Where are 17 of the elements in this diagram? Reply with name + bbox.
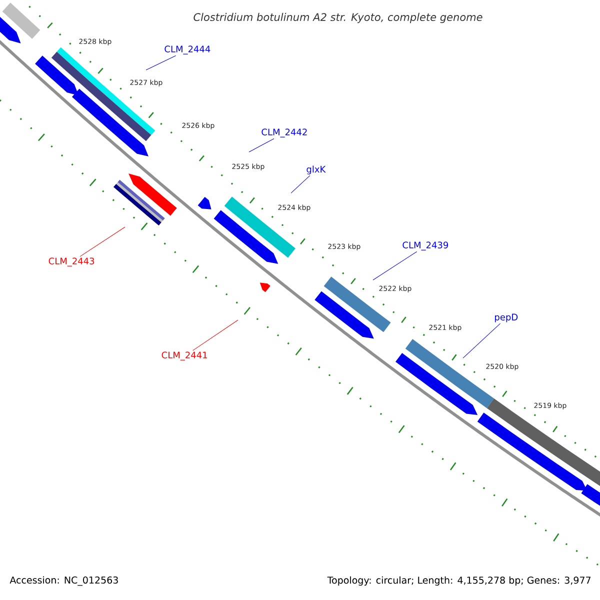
gene-label: pepD (495, 314, 518, 322)
title: Clostridium botulinum A2 str. Kyoto, complete genome (194, 12, 482, 24)
leader-line (146, 55, 176, 70)
gene-label: CLM_2442 (262, 128, 307, 138)
leader-line (462, 323, 501, 358)
gene-label: CLM_2443 (48, 258, 94, 266)
leader-line (248, 138, 274, 152)
footer-text: Accession: NC_012563 (10, 576, 118, 586)
gene-label: CLM_2439 (402, 242, 448, 250)
leader-line (192, 320, 238, 351)
gene-label: CLM_2441 (162, 352, 207, 360)
gene-label: CLM_2444 (164, 46, 210, 54)
gene-label: glxK (306, 166, 326, 174)
footer-text: Topology: circular; Length: 4,155,278 bp; Genes: 3,977 (327, 576, 590, 586)
leader-line (80, 226, 126, 257)
leader-line (372, 251, 418, 280)
leader-line (290, 175, 310, 194)
